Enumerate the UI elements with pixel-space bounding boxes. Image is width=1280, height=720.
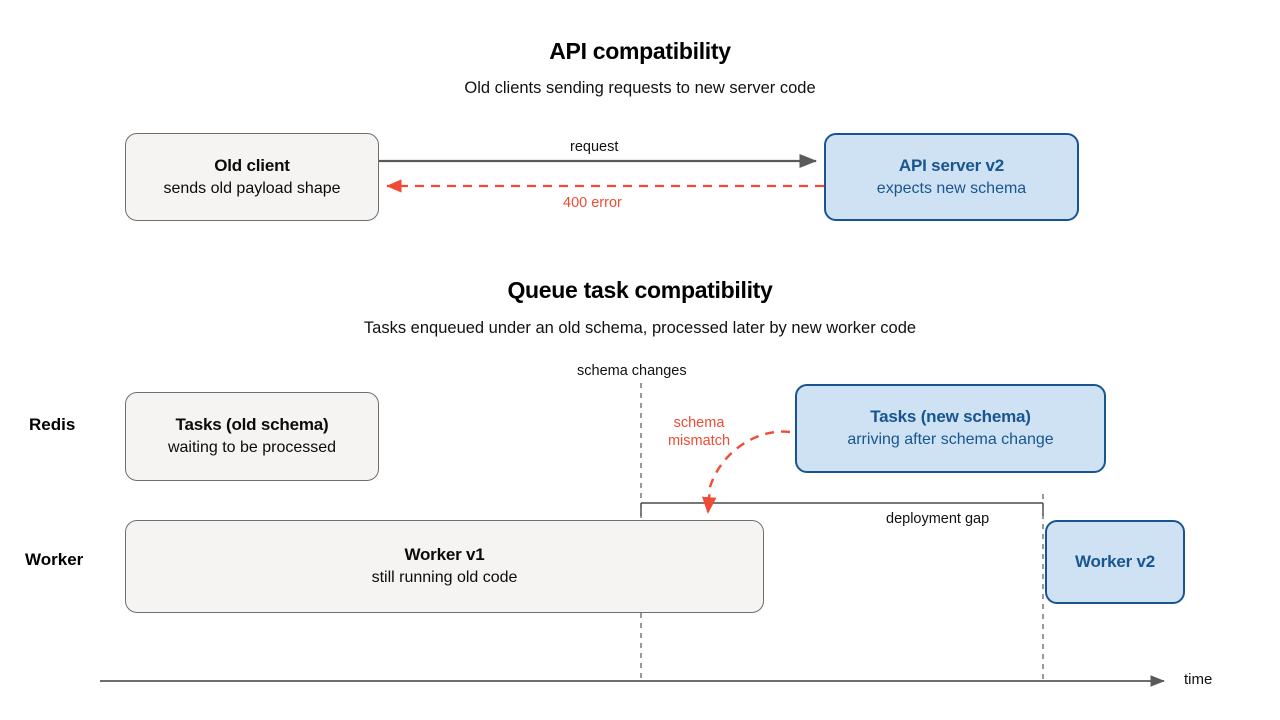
section-subtitle-queue-task-compatibility: Tasks enqueued under an old schema, proc… (363, 319, 917, 337)
node-tasks-old-schema-subtitle: waiting to be processed (167, 439, 337, 457)
annotation-schema-changes: schema changes (577, 363, 687, 379)
node-tasks-old-schema[interactable]: Tasks (old schema) waiting to be process… (125, 392, 379, 481)
section-subtitle-api-compatibility: Old clients sending requests to new serv… (464, 79, 816, 97)
node-worker-v1-subtitle: still running old code (371, 569, 518, 587)
lane-label-redis: Redis (29, 415, 76, 434)
node-old-client-title: Old client (214, 155, 290, 175)
edge-label-request: request (570, 139, 619, 155)
node-worker-v2[interactable]: Worker v2 (1045, 520, 1185, 604)
axis-label-time: time (1184, 671, 1213, 688)
section-title-queue-task-compatibility: Queue task compatibility (507, 277, 773, 303)
node-worker-v1-title: Worker v1 (404, 545, 485, 565)
node-tasks-new-schema-subtitle: arriving after schema change (847, 431, 1054, 449)
node-tasks-old-schema-title: Tasks (old schema) (175, 415, 329, 435)
node-tasks-new-schema[interactable]: Tasks (new schema) arriving after schema… (795, 384, 1106, 473)
node-worker-v1[interactable]: Worker v1 still running old code (125, 520, 764, 613)
node-api-server-v2-title: API server v2 (898, 155, 1005, 175)
node-api-server-v2[interactable]: API server v2 expects new schema (824, 133, 1079, 221)
node-tasks-new-schema-title: Tasks (new schema) (870, 407, 1031, 427)
annotation-deployment-gap: deployment gap (886, 511, 990, 527)
node-old-client[interactable]: Old client sends old payload shape (125, 133, 379, 221)
node-worker-v2-title: Worker v2 (1074, 552, 1156, 572)
node-old-client-subtitle: sends old payload shape (163, 179, 341, 197)
edge-label-schema-mismatch-line2: mismatch (667, 433, 731, 450)
edge-label-schema-mismatch-line1: schema (673, 415, 725, 431)
edge-label-400-error: 400 error (563, 195, 622, 211)
edge-label-schema-mismatch: schema mismatch (657, 414, 741, 450)
node-api-server-v2-subtitle: expects new schema (876, 179, 1027, 197)
lane-label-worker: Worker (25, 550, 84, 569)
section-title-api-compatibility: API compatibility (549, 38, 731, 64)
